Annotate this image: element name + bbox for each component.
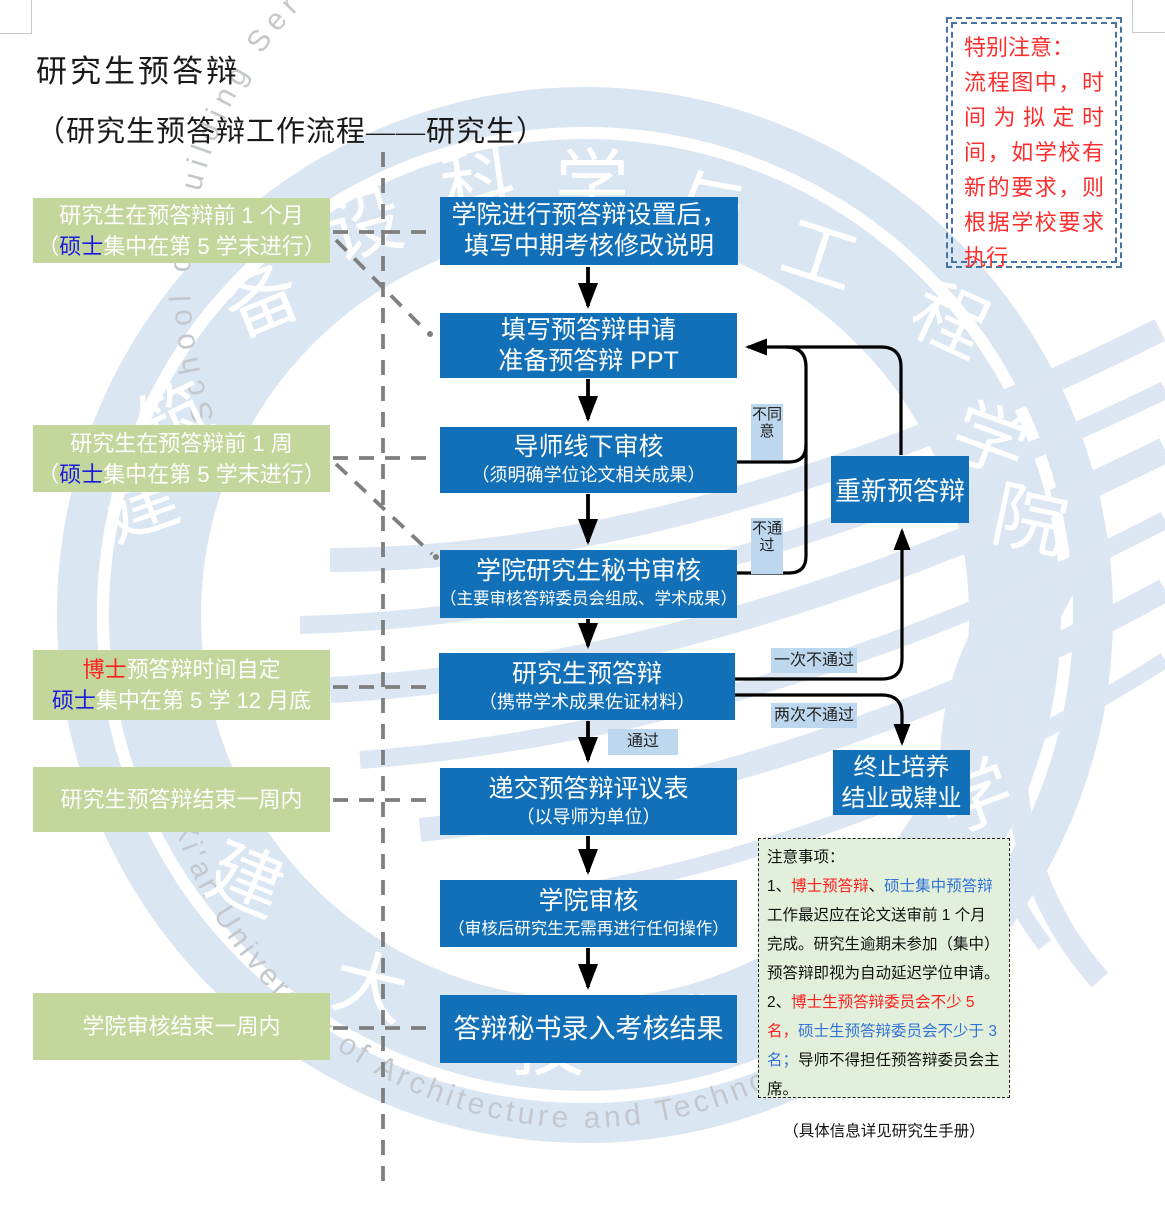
page-corner-mark-right: [1132, 0, 1165, 33]
timeline-note-5: 学院审核结束一周内: [33, 993, 330, 1060]
notice-box: 注意事项： 1、博士预答辩、硕士集中预答辩工作最迟应在论文送审前 1 个月完成。…: [758, 838, 1010, 1140]
timeline-note-line: 研究生在预答辩前 1 周: [70, 430, 293, 456]
timeline-note-line: 博士预答辩时间自定: [82, 657, 281, 682]
notice-footer: （具体信息详见研究生手册）: [783, 1123, 985, 1140]
timeline-note-1: 研究生在预答辩前 1 个月 （硕士集中在第 5 学末进行）: [33, 198, 330, 263]
step-6-submit-review-form: 递交预答辩评议表 （以导师为单位）: [440, 768, 737, 835]
svg-text:工: 工: [771, 204, 868, 309]
svg-text:院: 院: [985, 471, 1075, 571]
timeline-note-3: 博士预答辩时间自定 硕士集中在第 5 学 12 月底: [33, 650, 330, 720]
master-highlight: 硕士: [59, 233, 104, 259]
master-highlight: 硕士: [59, 461, 104, 487]
edge-label-fail-once: 一次不通过: [771, 648, 857, 673]
svg-text:设: 设: [318, 175, 412, 277]
timeline-note-line: （硕士集中在第 5 学末进行）: [37, 233, 326, 259]
edge-label-pass: 通过: [608, 729, 678, 755]
svg-text:程: 程: [898, 266, 1001, 375]
svg-text:大: 大: [323, 937, 416, 1038]
special-note-body: 流程图中，时间为拟定时间，如学校有新的要求，则根据学校要求执行: [964, 70, 1104, 270]
step-5-pre-defense: 研究生预答辩 （携带学术成果佐证材料）: [439, 653, 735, 720]
step-3-supervisor-review: 导师线下审核 （须明确学位论文相关成果）: [440, 427, 737, 493]
page-title: 研究生预答辩: [36, 54, 240, 89]
timeline-note-2: 研究生在预答辩前 1 周 （硕士集中在第 5 学末进行）: [33, 425, 330, 492]
notice-paragraph-1: 1、博士预答辩、硕士集中预答辩工作最迟应在论文送审前 1 个月完成。研究生逾期未…: [767, 878, 1000, 982]
step-2-fill-application: 填写预答辩申请 准备预答辩 PPT: [440, 313, 737, 378]
outcome-terminate: 终止培养 结业或肄业: [833, 750, 970, 815]
notice-heading: 注意事项：: [767, 849, 845, 866]
special-note-box: 特别注意： 流程图中，时间为拟定时间，如学校有新的要求，则根据学校要求执行: [946, 17, 1122, 270]
step-8-record-results: 答辩秘书录入考核结果: [440, 995, 737, 1063]
notice-paragraph-2: 2、博士生预答辩委员会不少 5 名，硕士生预答辩委员会不少于 3 名；导师不得担…: [767, 994, 1000, 1098]
page-subtitle: （研究生预答辩工作流程——研究生）: [36, 116, 547, 148]
outcome-redo-pre-defense: 重新预答辩: [831, 456, 969, 523]
timeline-note-line: 学院审核结束一周内: [82, 1014, 281, 1039]
watermark-arc-text-bottom: Xi'an University of Architecture and Tec…: [167, 815, 837, 1134]
step-4-secretary-review: 学院研究生秘书审核 （主要审核答辩委员会组成、学术成果）: [440, 550, 737, 618]
timeline-note-line: 硕士集中在第 5 学 12 月底: [51, 688, 312, 713]
special-note-heading: 特别注意：: [964, 35, 1075, 60]
step-1-college-presetup: 学院进行预答辩设置后， 填写中期考核修改说明: [440, 197, 738, 265]
timeline-note-line: （硕士集中在第 5 学末进行）: [37, 461, 326, 487]
timeline-note-line: 研究生在预答辩前 1 个月: [59, 202, 304, 228]
svg-text:建: 建: [195, 827, 296, 934]
edge-label-fail-twice: 两次不通过: [771, 703, 857, 728]
step-7-college-review: 学院审核 （审核后研究生无需再进行任何操作）: [440, 880, 737, 947]
timeline-note-line: 研究生预答辩结束一周内: [60, 787, 303, 812]
edge-label-disagree: 不同意: [751, 404, 783, 460]
master-highlight: 硕士: [51, 688, 96, 713]
edge-label-not-pass: 不通过: [751, 518, 783, 574]
dashed-guide-lines: [333, 152, 436, 1192]
svg-text:备: 备: [212, 247, 313, 354]
doctor-highlight: 博士: [82, 657, 127, 682]
page-corner-mark-left: [0, 0, 32, 34]
timeline-note-4: 研究生预答辩结束一周内: [33, 767, 330, 832]
